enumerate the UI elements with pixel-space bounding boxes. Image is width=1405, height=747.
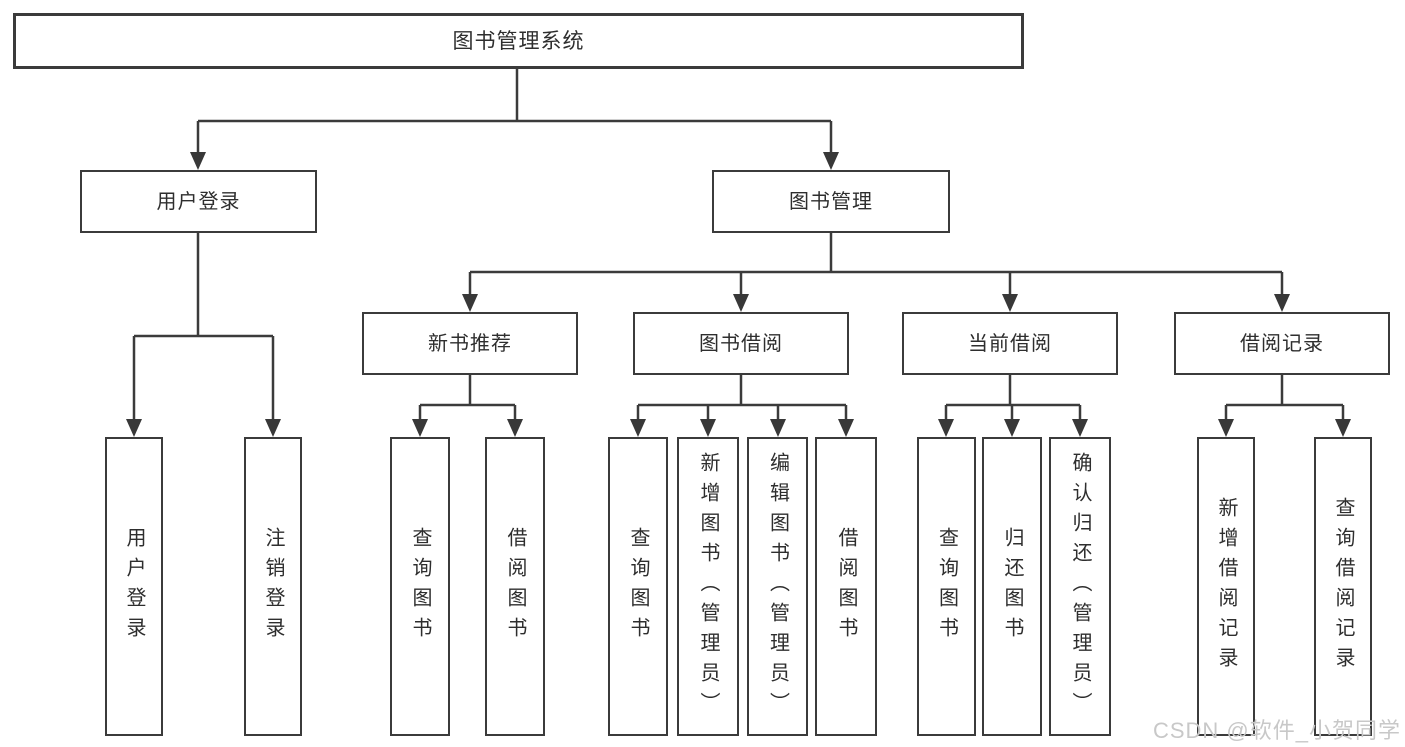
- node-leaf-add-borrow-record: 新增借阅记录: [1197, 437, 1255, 736]
- node-label: 新增借阅记录: [1215, 496, 1237, 677]
- node-label: 查询图书: [935, 526, 958, 647]
- node-label: 确认归还（管理员）: [1069, 451, 1091, 722]
- node-leaf-edit-books-admin: 编辑图书（管理员）: [747, 437, 808, 736]
- node-label: 图书管理系统: [452, 29, 585, 53]
- node-book-management: 图书管理: [712, 170, 950, 233]
- node-label: 借阅图书: [504, 526, 526, 647]
- node-label: 归还图书: [1001, 526, 1023, 647]
- node-label: 图书管理: [789, 190, 873, 213]
- node-label: 查询图书: [409, 526, 431, 647]
- node-label: 新书推荐: [428, 332, 512, 355]
- node-leaf-query-books-current: 查询图书: [917, 437, 976, 736]
- node-label: 查询借阅记录: [1332, 496, 1354, 677]
- node-label: 用户登录: [156, 190, 241, 213]
- node-leaf-logout: 注销登录: [244, 437, 302, 736]
- node-leaf-query-books-recommend: 查询图书: [390, 437, 450, 736]
- node-leaf-query-borrow-record: 查询借阅记录: [1314, 437, 1372, 736]
- node-label: 当前借阅: [968, 332, 1052, 355]
- node-user-login: 用户登录: [80, 170, 317, 233]
- node-library-system: 图书管理系统: [13, 13, 1024, 69]
- node-label: 编辑图书（管理员）: [766, 451, 789, 722]
- node-book-borrow: 图书借阅: [633, 312, 849, 375]
- node-label: 借阅记录: [1240, 332, 1324, 355]
- node-label: 图书借阅: [699, 332, 783, 355]
- node-leaf-user-login: 用户登录: [105, 437, 163, 736]
- node-borrow-records: 借阅记录: [1174, 312, 1390, 375]
- node-leaf-confirm-return-admin: 确认归还（管理员）: [1049, 437, 1111, 736]
- node-new-book-recommend: 新书推荐: [362, 312, 578, 375]
- node-leaf-borrow-books-recommend: 借阅图书: [485, 437, 545, 736]
- node-leaf-query-books-borrow: 查询图书: [608, 437, 668, 736]
- node-leaf-return-books: 归还图书: [982, 437, 1042, 736]
- node-label: 借阅图书: [835, 526, 857, 647]
- node-label: 新增图书（管理员）: [697, 451, 719, 722]
- node-label: 注销登录: [262, 526, 284, 647]
- node-leaf-add-books-admin: 新增图书（管理员）: [677, 437, 739, 736]
- watermark: CSDN @软件_小贺同学: [1152, 718, 1401, 743]
- node-current-borrow: 当前借阅: [902, 312, 1118, 375]
- node-leaf-borrow-books: 借阅图书: [815, 437, 877, 736]
- node-label: 查询图书: [627, 526, 649, 647]
- node-label: 用户登录: [123, 526, 145, 647]
